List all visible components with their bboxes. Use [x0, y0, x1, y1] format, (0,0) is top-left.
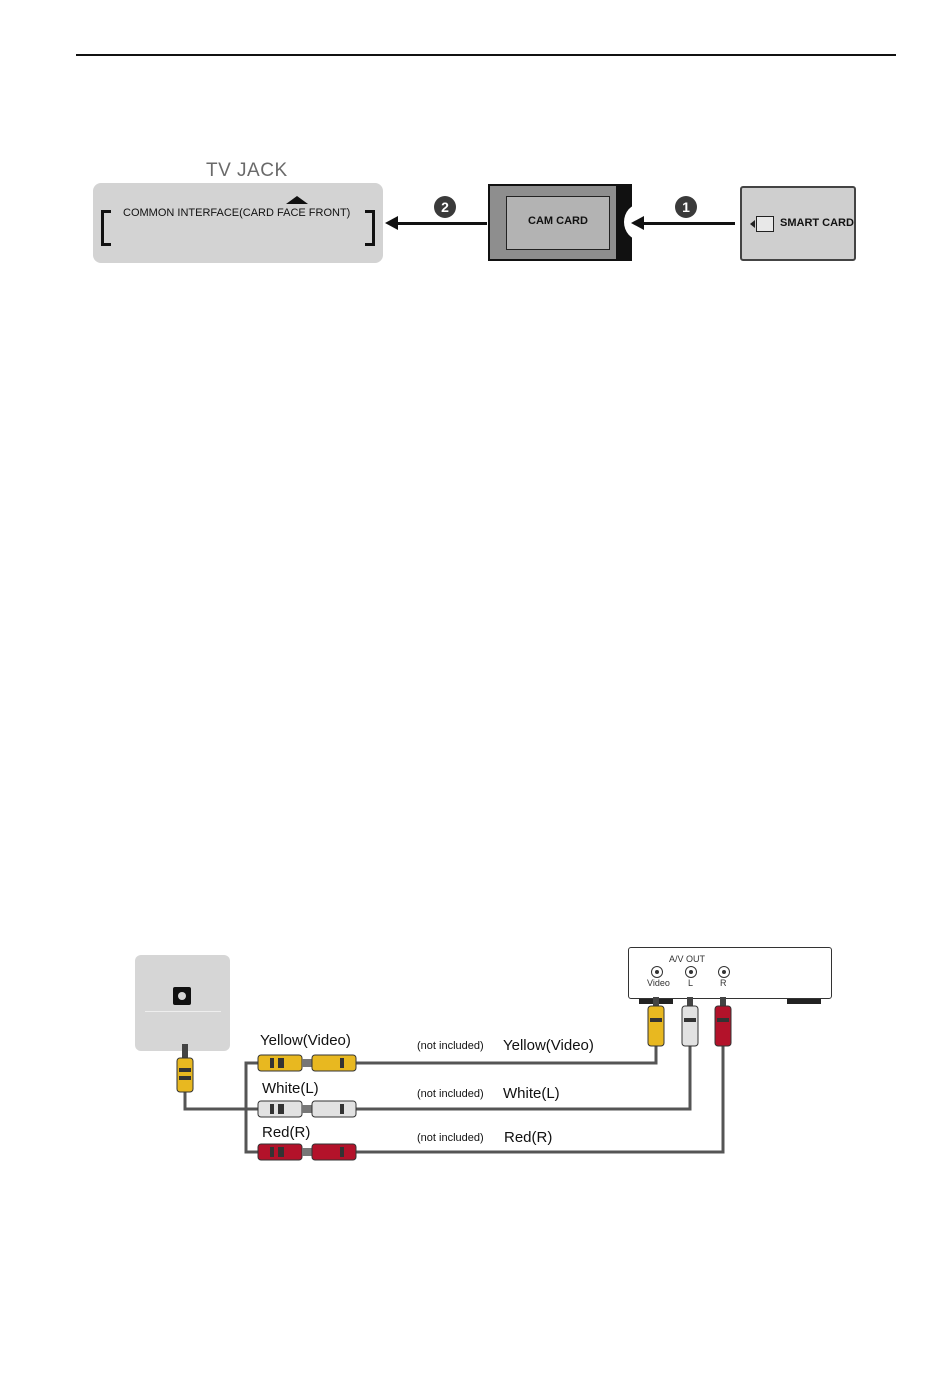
red-not-included-note: (not included): [417, 1132, 484, 1144]
device-white-plug: [682, 997, 698, 1046]
device-yellow-plug: [648, 997, 664, 1046]
yellow-not-included-note: (not included): [417, 1040, 484, 1052]
white-left-label: White(L): [262, 1080, 319, 1097]
yellow-adapter-plugs: [258, 1055, 356, 1071]
white-adapter-plugs: [258, 1101, 356, 1117]
white-not-included-note: (not included): [417, 1088, 484, 1100]
yellow-left-label: Yellow(Video): [260, 1032, 351, 1049]
yellow-right-label: Yellow(Video): [503, 1037, 594, 1054]
red-left-label: Red(R): [262, 1124, 310, 1141]
white-right-label: White(L): [503, 1085, 560, 1102]
device-red-plug: [715, 997, 731, 1046]
red-right-label: Red(R): [504, 1129, 552, 1146]
tv-input-plug: [177, 1044, 193, 1092]
red-adapter-plugs: [258, 1144, 356, 1160]
